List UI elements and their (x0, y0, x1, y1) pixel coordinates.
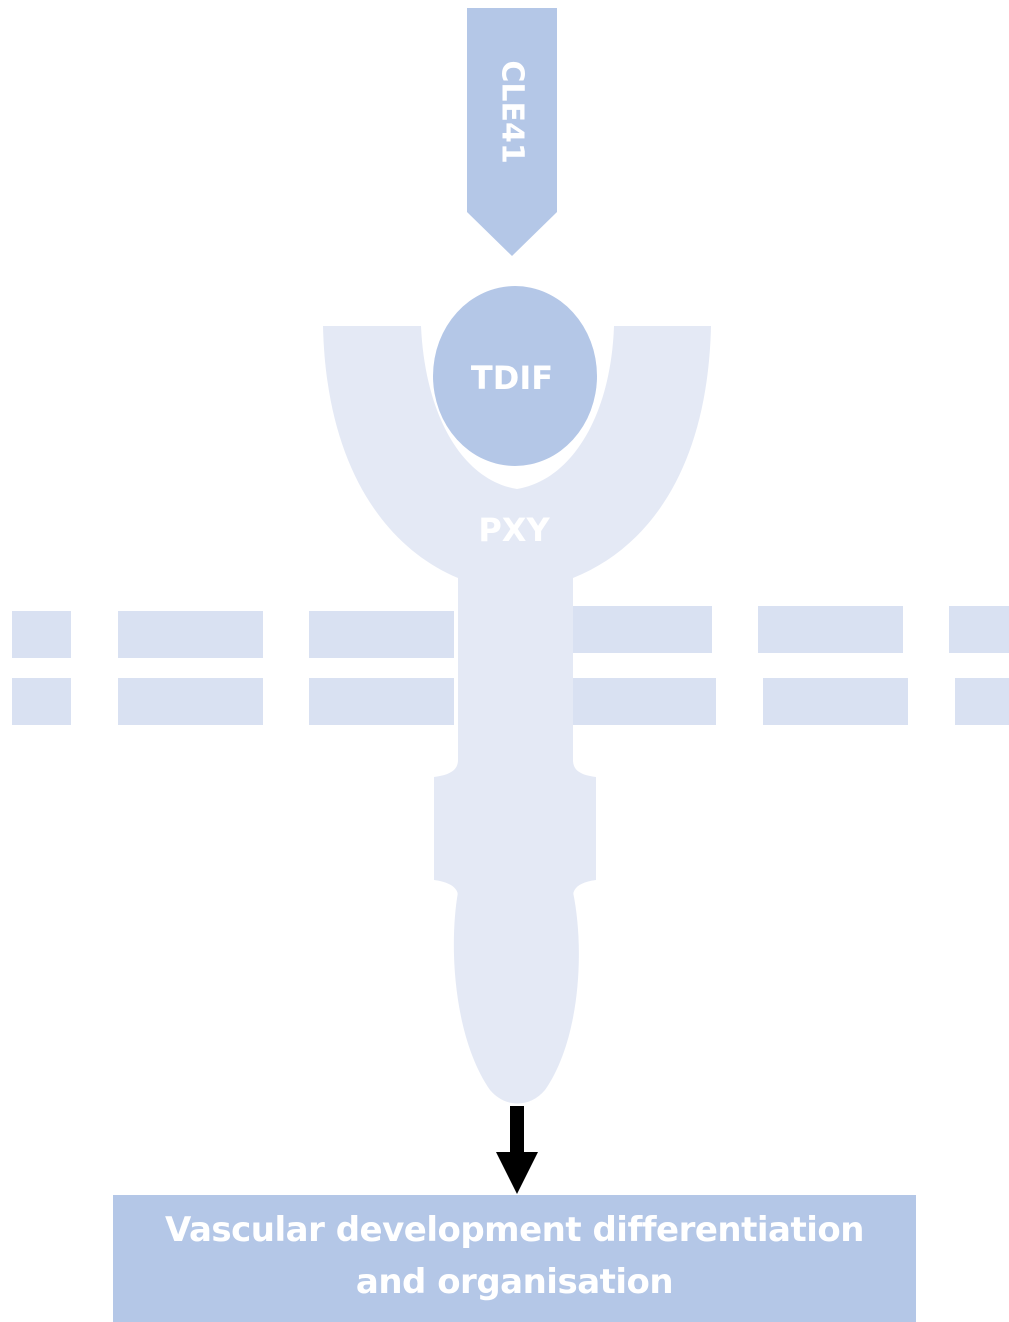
membrane-segment (118, 611, 263, 658)
tdif-peptide (433, 286, 597, 466)
pxy-intracellular-tail (453, 892, 579, 1104)
membrane-segment (12, 611, 71, 658)
tdif-label: TDIF (471, 359, 553, 397)
membrane-segment (118, 678, 263, 725)
pxy-label: PXY (478, 511, 550, 549)
membrane-segment (955, 678, 1009, 725)
membrane-segment (758, 606, 903, 653)
pxy-receptor (323, 326, 711, 1104)
membrane-segment (763, 678, 908, 725)
membrane-segment (309, 678, 454, 725)
outcome-box: Vascular development differentiation and… (113, 1195, 916, 1322)
plasma-membrane (12, 606, 1009, 725)
membrane-segment (571, 678, 716, 725)
arrow-head (496, 1152, 538, 1194)
arrow-shaft (510, 1106, 524, 1154)
pxy-binding-domain (323, 326, 711, 578)
outcome-line-2: and organisation (355, 1261, 674, 1302)
membrane-segment (949, 606, 1009, 653)
membrane-segment (309, 611, 454, 658)
pxy-transmembrane-stem (458, 570, 573, 765)
cle41-label: CLE41 (495, 60, 530, 163)
pxy-kinase-domain (434, 760, 596, 896)
membrane-segment (567, 606, 712, 653)
membrane-segment (12, 678, 71, 725)
signal-output-arrow (496, 1106, 538, 1194)
cle41-arrow (467, 8, 557, 256)
outcome-line-1: Vascular development differentiation (165, 1209, 864, 1250)
